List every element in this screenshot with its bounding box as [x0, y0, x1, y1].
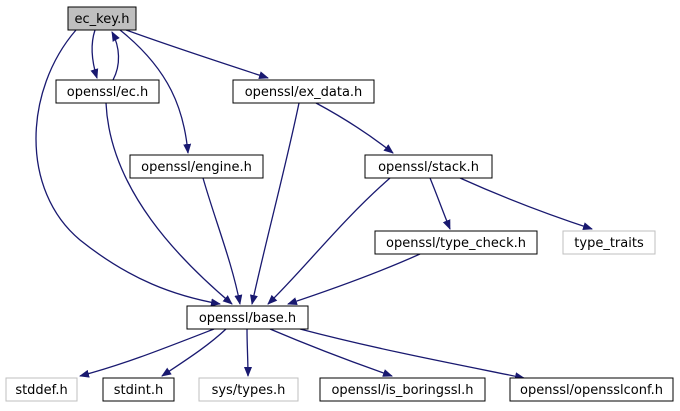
edge-base-to-systypes: [243, 328, 252, 377]
edge-engine-to-base: [202, 177, 243, 305]
node-engine[interactable]: openssl/engine.h: [129, 154, 264, 179]
node-box: [186, 305, 309, 330]
node-type-traits: type_traits: [562, 230, 656, 255]
node-ex-data[interactable]: openssl/ex_data.h: [232, 79, 375, 104]
node-label: ec_key.h: [75, 12, 130, 27]
edge-base-to-opensslconf: [299, 328, 525, 381]
node-ec[interactable]: openssl/ec.h: [55, 79, 160, 104]
node-box: [509, 377, 674, 402]
node-label: openssl/ex_data.h: [245, 85, 363, 100]
node-label: openssl/engine.h: [141, 160, 252, 175]
node-box: [67, 6, 137, 31]
node-box: [129, 154, 264, 179]
nodes-layer: ec_key.h openssl/ec.h openssl/ex_data.hope…: [5, 6, 674, 402]
node-label: stdint.h: [114, 383, 163, 398]
node-stack[interactable]: openssl/stack.h: [364, 154, 493, 179]
node-label: sys/types.h: [212, 383, 286, 398]
edge-ec-to-base: [105, 102, 233, 305]
node-box: [364, 154, 493, 179]
node-type-check[interactable]: openssl/type_check.h: [374, 230, 538, 255]
node-is-boringssl[interactable]: openssl/is_boringssl.h: [319, 377, 486, 402]
node-box: [562, 230, 656, 255]
edge-type-check-to-base: [287, 253, 421, 305]
node-label: openssl/stack.h: [378, 160, 479, 175]
node-systypes: sys/types.h: [198, 377, 299, 402]
edge-ec-key-to-base: [35, 29, 221, 307]
node-label: openssl/opensslconf.h: [520, 383, 663, 398]
node-box: [198, 377, 299, 402]
edge-stack-to-base: [267, 177, 391, 305]
node-box: [232, 79, 375, 104]
edge-stack-to-type-traits: [459, 177, 593, 231]
node-box: [374, 230, 538, 255]
node-stdint[interactable]: stdint.h: [102, 377, 175, 402]
edge-ec-to-ec-key: [111, 31, 120, 81]
node-stddef: stddef.h: [5, 377, 78, 402]
node-box: [5, 377, 78, 402]
edge-base-to-stdint: [161, 328, 227, 377]
node-opensslconf[interactable]: openssl/opensslconf.h: [509, 377, 674, 402]
node-label: openssl/base.h: [199, 311, 296, 326]
edge-stack-to-type-check: [429, 177, 451, 230]
node-label: openssl/is_boringssl.h: [331, 383, 473, 398]
node-base[interactable]: openssl/base.h: [186, 305, 309, 330]
edge-ex-data-to-stack: [315, 102, 394, 154]
edge-ex-data-to-base: [250, 102, 300, 305]
edge-ec-key-to-engine: [119, 29, 192, 154]
node-label: type_traits: [574, 236, 644, 251]
edge-ec-key-to-ec: [90, 29, 99, 79]
edge-base-to-stddef: [79, 328, 215, 378]
edge-ec-key-to-ex-data: [125, 29, 269, 80]
node-box: [55, 79, 160, 104]
node-label: stddef.h: [15, 383, 67, 398]
node-box: [319, 377, 486, 402]
edges-layer: [35, 29, 593, 381]
node-label: openssl/ec.h: [67, 85, 149, 100]
node-box: [102, 377, 175, 402]
edge-base-to-is-boringssl: [269, 328, 393, 377]
node-label: openssl/type_check.h: [386, 236, 526, 251]
node-ec-key[interactable]: ec_key.h: [67, 6, 137, 31]
